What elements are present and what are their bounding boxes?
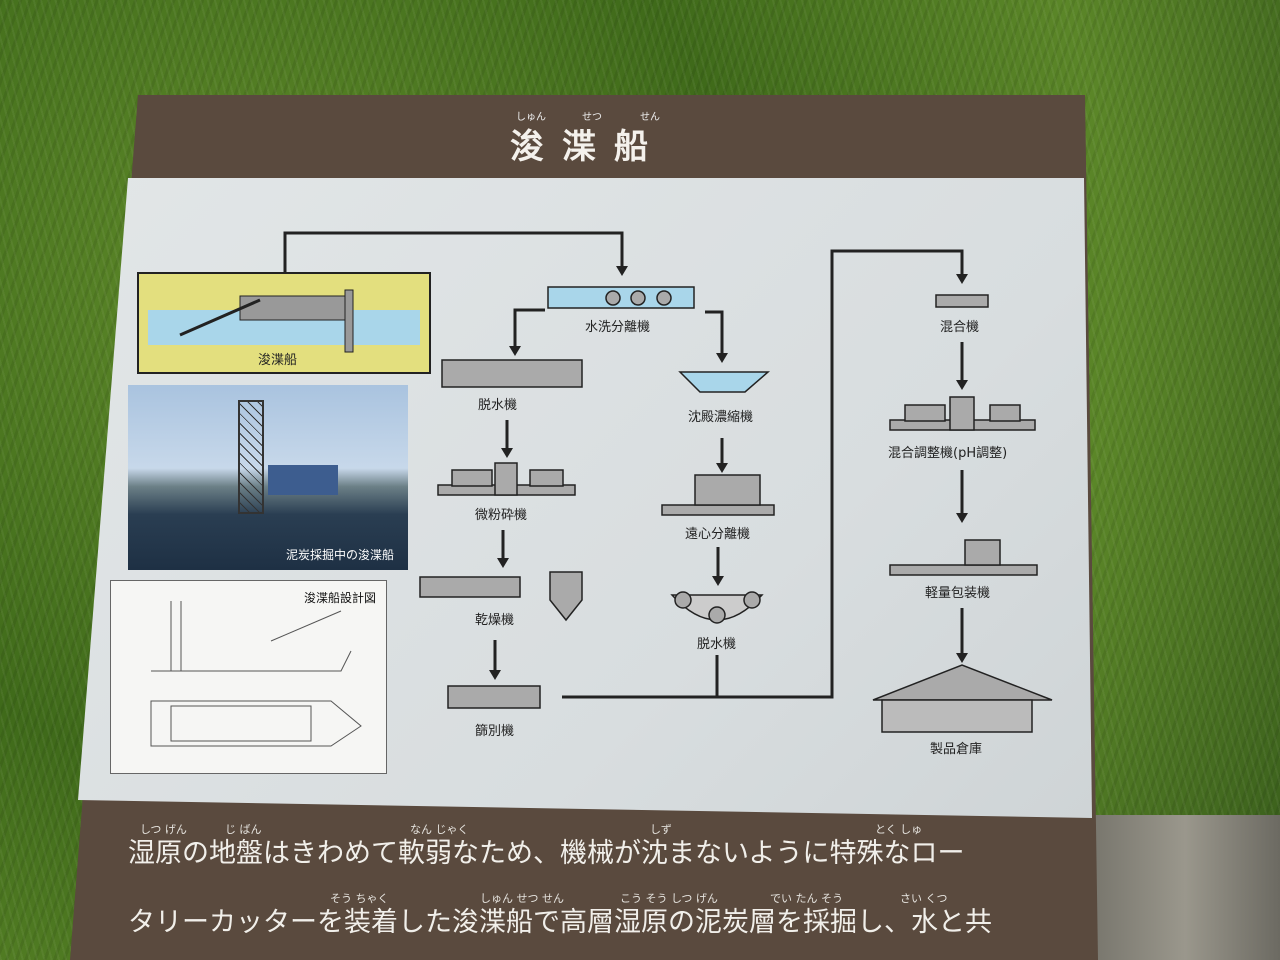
label-mixer: 混合機 (940, 320, 980, 335)
body-ruby: さい くつ (900, 892, 948, 905)
label-dehydrator: 脱水機 (478, 398, 518, 413)
body-ruby: しつ げん (140, 823, 187, 836)
label-pulverizer: 微粉砕機 (475, 508, 528, 523)
dredger-box (137, 272, 431, 374)
label-ph-adjuster: 混合調整機(pH調整) (888, 446, 1008, 461)
body-ruby: でい たん そう (770, 892, 843, 905)
label-packer: 軽量包装機 (925, 586, 991, 601)
body-text-line-2: タリーカッターを装着した浚渫船で高層湿原の泥炭層を採掘し、水と共 (128, 907, 992, 938)
machine-shapes (419, 286, 1053, 733)
body-ruby: とく しゅ (875, 823, 923, 836)
body-ruby: こう そう しつ げん (620, 892, 718, 905)
label-thickener: 沈殿濃縮機 (688, 410, 754, 425)
arrowheads (489, 266, 968, 680)
body-ruby: なん じゃく (410, 823, 469, 836)
label-dryer: 乾燥機 (475, 613, 515, 628)
label-centrifuge: 遠心分離機 (685, 527, 751, 542)
title-ruby: せん (640, 112, 660, 123)
label-dehydrator-2: 脱水機 (697, 637, 737, 652)
flow-lines (283, 231, 964, 699)
dredger-label: 浚渫船 (258, 353, 298, 368)
body-ruby: しゅん せつ せん (480, 892, 564, 905)
blueprint-caption: 浚渫船設計図 (303, 591, 376, 605)
body-ruby: そう ちゃく (330, 892, 389, 905)
blueprint-lines (150, 601, 362, 747)
body-text-line-1: 湿原の地盤はきわめて軟弱なため、機械が沈まないように特殊なロー (128, 838, 965, 869)
label-sieve: 篩別機 (475, 724, 515, 739)
blueprint-drawing: 浚渫船設計図 (110, 580, 387, 774)
sign-title: 浚渫船 (510, 127, 666, 167)
wooden-bench (1090, 815, 1280, 960)
label-washer: 水洗分離機 (585, 320, 651, 335)
photo-caption: 泥炭採掘中の浚渫船 (285, 548, 394, 562)
title-ruby: しゅん (516, 112, 546, 123)
body-ruby: しず (650, 823, 672, 836)
label-warehouse: 製品倉庫 (930, 742, 983, 757)
title-ruby: せつ (582, 112, 602, 123)
body-ruby: じ ばん (225, 823, 262, 836)
dredger-photo: 泥炭採掘中の浚渫船 (128, 385, 408, 570)
